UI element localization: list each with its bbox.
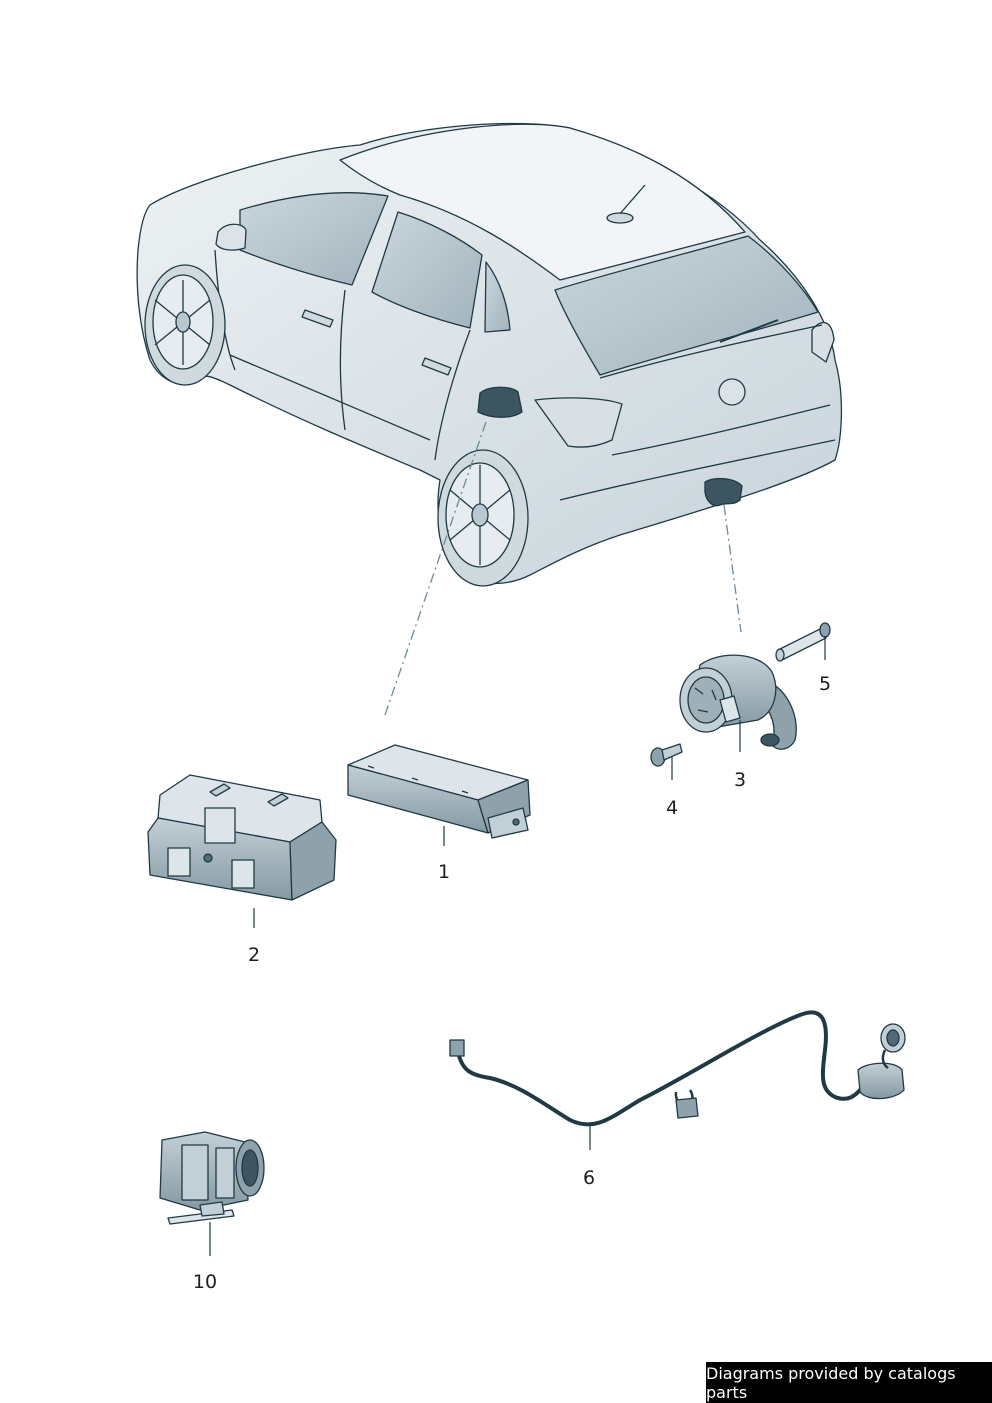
callout-5: 5 xyxy=(818,673,832,695)
leader-lines xyxy=(384,421,742,716)
car-quarter-window xyxy=(484,261,511,333)
car-door-handle-front xyxy=(301,309,334,328)
car-illustration xyxy=(136,122,843,587)
car-wheel-rear xyxy=(437,449,529,587)
car-antenna-base xyxy=(606,212,634,224)
part-4-screw xyxy=(650,743,683,767)
leader-fuel-to-module xyxy=(384,421,487,716)
car-rear-wiper xyxy=(719,319,779,343)
part-3-trailer-socket xyxy=(679,654,797,750)
callout-1: 1 xyxy=(437,861,451,883)
leader-towbar-to-socket xyxy=(723,504,742,633)
part-6-wiring-harness xyxy=(449,1010,906,1127)
car-taillight xyxy=(534,397,623,448)
callout-10: 10 xyxy=(192,1271,218,1293)
car-side-window-front xyxy=(239,192,389,286)
part-5-pin xyxy=(775,622,831,662)
callout-3: 3 xyxy=(733,769,747,791)
harness-socket-end xyxy=(857,1023,906,1100)
callout-leaders xyxy=(209,636,826,1256)
car-door-handle-rear xyxy=(421,357,452,376)
part-2-relay-holder xyxy=(147,774,337,901)
part-1-control-module xyxy=(347,744,531,839)
harness-connector-middle xyxy=(675,1097,699,1119)
car-roof xyxy=(339,123,746,281)
part-10-connector xyxy=(159,1131,265,1225)
car-fuel-flap-marker xyxy=(477,386,523,418)
callout-2: 2 xyxy=(247,944,261,966)
car-badge xyxy=(718,378,746,406)
callout-4: 4 xyxy=(665,797,679,819)
car-towbar-marker xyxy=(704,477,743,507)
car-side-window-rear xyxy=(371,211,483,329)
car-tailgate-lines xyxy=(559,324,836,501)
callout-6: 6 xyxy=(582,1167,596,1189)
car-antenna xyxy=(617,184,646,217)
car-wheel-front xyxy=(144,264,226,386)
harness-connector-left xyxy=(449,1039,465,1057)
car-rear-window xyxy=(554,235,819,376)
car-mirror xyxy=(215,223,247,251)
watermark-banner: Diagrams provided by catalogs parts xyxy=(706,1362,992,1403)
